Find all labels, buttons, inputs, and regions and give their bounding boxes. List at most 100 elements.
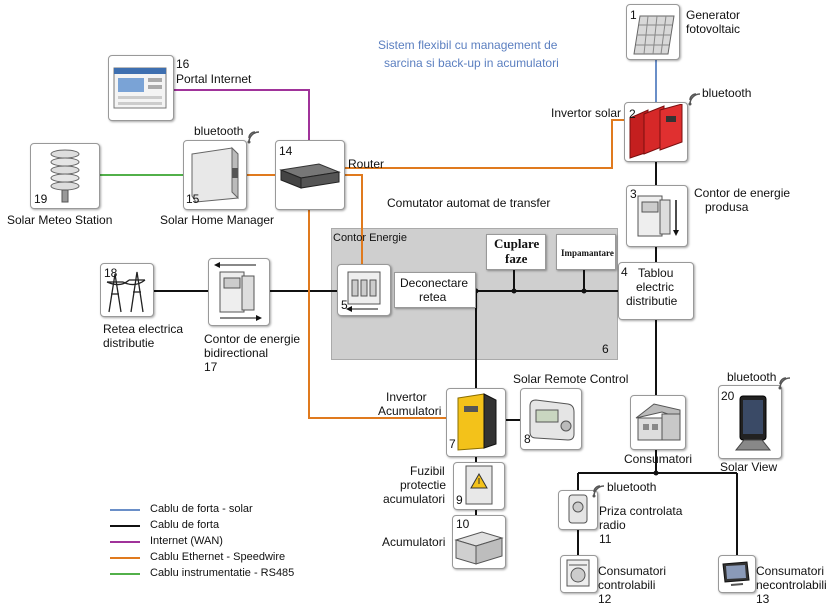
grounding-box	[556, 234, 616, 270]
production-meter-label-2: produsa	[705, 200, 749, 214]
router-number: 14	[279, 144, 293, 158]
power-grid-number: 18	[104, 266, 118, 280]
diagram-title-line1: Sistem flexibil cu management de	[378, 38, 558, 52]
tv-icon	[722, 561, 750, 586]
meteo-station-number: 19	[34, 192, 48, 206]
wire-eth-solar	[343, 119, 630, 169]
production-meter-number: 3	[630, 187, 637, 201]
power-grid-icon	[106, 271, 146, 313]
web-portal-label: Portal Internet	[176, 72, 252, 86]
distribution-board-label-2: electric	[636, 280, 675, 294]
legend-label: Internet (WAN)	[150, 535, 223, 547]
consumers-label: Consumatori	[624, 452, 693, 466]
distribution-board-box	[618, 262, 694, 320]
phase-coupling-label-1: Cuplare	[494, 236, 540, 251]
battery-inverter-label-1: Invertor	[386, 390, 427, 404]
smart-plug-label-2: radio	[599, 518, 626, 532]
smart-plug-label-1: Priza controlata	[599, 504, 683, 518]
bidirectional-meter-number: 17	[204, 360, 218, 374]
legend-label: Cablu de forta - solar	[150, 503, 253, 515]
distribution-board-label-1: Tablou	[638, 266, 674, 280]
home-manager-bluetooth: bluetooth	[194, 124, 244, 138]
transfer-switch-number: 6	[602, 342, 609, 356]
solar-view-bluetooth: bluetooth	[727, 370, 777, 384]
home-manager-icon	[191, 146, 239, 203]
battery-label: Acumulatori	[382, 535, 446, 549]
battery-number: 10	[456, 517, 470, 531]
home-manager-label: Solar Home Manager	[160, 213, 275, 227]
grid-disconnect-label-2: retea	[419, 290, 447, 304]
wire-wan	[172, 89, 310, 140]
solar-inverter-icon	[629, 104, 683, 159]
solar-inverter-number: 2	[629, 107, 636, 121]
controllable-consumers-number: 12	[598, 592, 612, 606]
smart-plug-bluetooth: bluetooth	[607, 480, 657, 494]
washing-machine-icon	[566, 559, 590, 587]
battery-inverter-icon	[457, 393, 497, 451]
pv-generator-label-2: fotovoltaic	[686, 22, 741, 36]
bidirectional-meter-label-1: Contor de energie	[204, 332, 301, 346]
solar-inverter-label: Invertor solar	[551, 106, 622, 120]
bidirectional-meter-icon	[214, 262, 262, 321]
house-icon	[635, 403, 681, 441]
battery-fuse-label-3: acumulatori	[383, 492, 446, 506]
battery-inverter-number: 7	[449, 437, 456, 451]
web-portal-number: 16	[176, 57, 190, 71]
bluetooth-icon	[592, 485, 605, 498]
grid-disconnect-label-1: Deconectare	[400, 276, 469, 290]
remote-control-label: Solar Remote Control	[513, 372, 629, 386]
remote-control-number: 8	[524, 432, 531, 446]
battery-fuse-number: 9	[456, 493, 463, 507]
legend-label: Cablu de forta	[150, 519, 220, 531]
solar-view-label: Solar View	[720, 460, 778, 474]
tablet-icon	[734, 395, 772, 451]
distribution-board-icon	[346, 271, 381, 312]
battery-fuse-label-1: Fuzibil	[410, 464, 445, 478]
router-icon	[279, 163, 341, 189]
diagram-title-line2: sarcina si back-up in acumulatori	[384, 56, 559, 70]
pv-generator-number: 1	[630, 8, 637, 22]
wire-eth-contor	[343, 174, 363, 264]
legend-label: Cablu instrumentatie - RS485	[150, 567, 295, 579]
bluetooth-icon	[247, 131, 260, 144]
smart-plug-number: 11	[599, 532, 612, 546]
pv-generator-label-1: Generator	[686, 8, 741, 22]
grounding-label: Impamantare	[561, 248, 614, 258]
meteo-station-label: Solar Meteo Station	[7, 213, 113, 227]
web-portal-icon	[113, 67, 167, 109]
energy-meter-panel-label: Contor Energie	[333, 232, 407, 244]
grid-contor-number: 5	[341, 298, 348, 312]
router-label: Router	[348, 157, 385, 171]
phase-coupling-label-2: faze	[505, 251, 528, 266]
uncontrollable-consumers-label-2: necontrolabili	[756, 578, 827, 592]
power-grid-label-2: distributie	[103, 336, 155, 350]
solar-panel-icon	[633, 15, 675, 55]
battery-fuse-label-2: protectie	[400, 478, 447, 492]
distribution-board-number: 4	[621, 265, 628, 279]
phase-coupling-box	[486, 234, 546, 270]
bluetooth-icon	[688, 93, 701, 106]
remote-control-icon	[529, 399, 575, 441]
controllable-consumers-label-2: controlabili	[598, 578, 656, 592]
battery-icon	[454, 531, 504, 565]
wire-eth-inverter	[308, 208, 446, 419]
legend-label: Cablu Ethernet - Speedwire	[150, 551, 286, 563]
controllable-consumers-label-1: Consumatori	[598, 564, 667, 578]
distribution-board-label-3: distributie	[626, 294, 678, 308]
smart-plug-icon	[568, 494, 588, 524]
transfer-switch-title: Comutator automat de transfer	[387, 196, 551, 210]
solar-inverter-bluetooth: bluetooth	[702, 86, 752, 100]
fuse-icon	[465, 465, 493, 505]
bluetooth-icon	[778, 377, 791, 390]
production-meter-label-1: Contor de energie	[694, 186, 791, 200]
bidirectional-meter-label-2: bidirectional	[204, 346, 269, 360]
weather-station-icon	[50, 149, 80, 203]
uncontrollable-consumers-number: 13	[756, 592, 770, 606]
production-meter-box	[626, 185, 688, 247]
uncontrollable-consumers-label-1: Consumatori	[756, 564, 825, 578]
power-grid-label-1: Retea electrica	[103, 322, 184, 336]
grid-disconnect-box	[394, 272, 476, 308]
home-manager-number: 15	[186, 192, 200, 206]
